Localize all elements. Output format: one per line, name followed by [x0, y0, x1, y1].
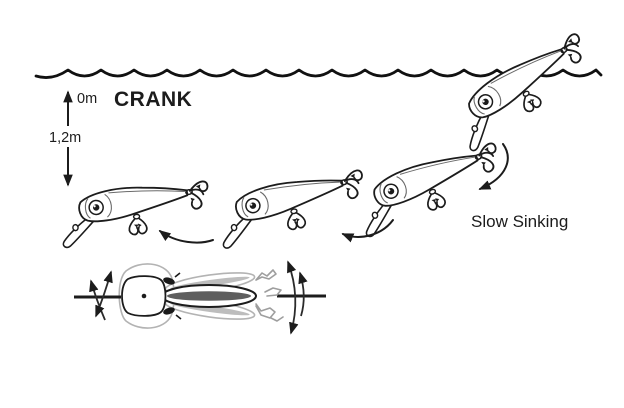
lure-at-surface: [444, 29, 602, 153]
top-view-wobble-lure: [118, 263, 257, 329]
top-view-hook-upper: [163, 277, 175, 285]
ghost-bill-outline: [118, 263, 175, 329]
roll-axis-left: [74, 270, 121, 321]
sinking-annotation: Slow Sinking: [471, 212, 568, 231]
diagram-title: CRANK: [114, 88, 192, 111]
water-disturbance-marks: [255, 269, 284, 322]
top-view-back-stripe: [167, 291, 251, 301]
motion-arrow-swim-left: [158, 229, 214, 244]
motion-arrow-swim-mid: [341, 219, 394, 243]
surface-depth-label: 0m: [77, 91, 97, 107]
top-view-hook-lower: [163, 307, 175, 315]
running-depth-label: 1,2m: [49, 130, 81, 146]
line-tie-dot: [141, 293, 147, 299]
motion-arrow-dive: [478, 143, 509, 190]
lure-at-running-depth-1: [56, 177, 214, 249]
roll-axis-right: [277, 260, 326, 335]
